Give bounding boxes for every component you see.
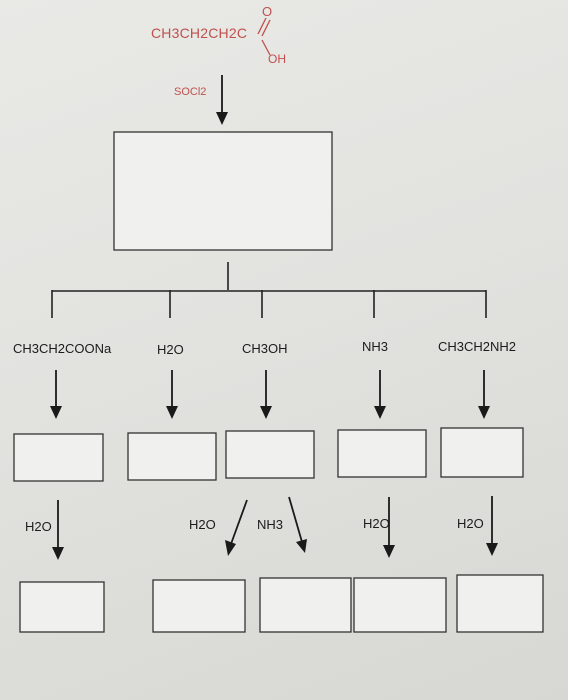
final-box-1[interactable] xyxy=(19,581,105,633)
final-box-3[interactable] xyxy=(259,577,352,633)
intermediate-product-box[interactable] xyxy=(113,131,333,251)
final-box-4[interactable] xyxy=(353,577,447,633)
carbonyl-oxygen-label: O xyxy=(262,4,273,19)
product-box-1[interactable] xyxy=(13,433,104,482)
product-box-3[interactable] xyxy=(225,430,315,479)
final-box-2[interactable] xyxy=(152,579,246,633)
second-step-label-4: H2O xyxy=(363,516,390,531)
hydroxyl-label: OH xyxy=(268,52,286,66)
second-step-label-3b: NH3 xyxy=(257,517,284,532)
second-step-label-5: H2O xyxy=(457,516,484,531)
reagent-label-3: CH3OH xyxy=(242,341,288,356)
second-step-label-3a: H2O xyxy=(189,517,216,532)
reagent-label-1: CH3CH2COONa xyxy=(13,341,112,356)
product-box-4[interactable] xyxy=(337,429,427,478)
thionyl-chloride-label: SOCl2 xyxy=(174,86,207,98)
starting-material-label: CH3CH2CH2C xyxy=(151,25,248,41)
final-box-5[interactable] xyxy=(456,574,544,633)
second-step-label-1: H2O xyxy=(25,519,52,534)
second-step-boxes xyxy=(19,574,544,633)
reagent-label-4: NH3 xyxy=(362,339,389,354)
reagent-label-2: H2O xyxy=(157,342,184,357)
reagent-arrows xyxy=(50,370,490,419)
product-box-2[interactable] xyxy=(127,432,217,481)
branch-connector xyxy=(51,262,487,318)
socl2-arrow xyxy=(216,75,228,125)
second-step-arrows xyxy=(52,496,498,560)
first-step-boxes xyxy=(13,427,524,482)
reagent-label-5: CH3CH2NH2 xyxy=(438,339,517,354)
acid-bonds xyxy=(257,17,271,56)
product-box-5[interactable] xyxy=(440,427,524,478)
